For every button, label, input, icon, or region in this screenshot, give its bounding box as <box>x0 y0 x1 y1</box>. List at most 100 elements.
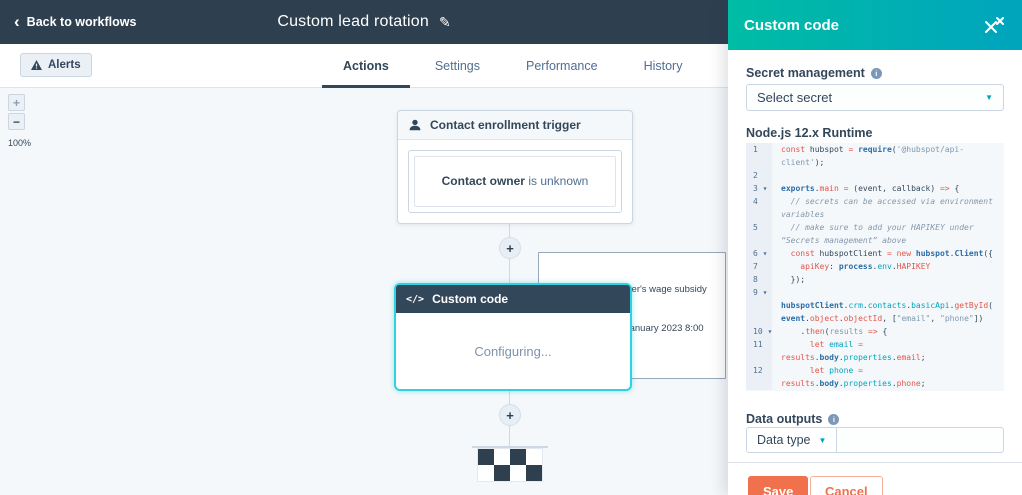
code-line: results.body.properties.phone; <box>746 377 1004 390</box>
back-to-workflows-link[interactable]: ‹ Back to workflows <box>14 0 136 44</box>
code-line-gutter: 2 <box>746 169 772 182</box>
code-line-text <box>772 286 781 299</box>
custom-code-panel: Custom code Secret management i Select s… <box>728 0 1022 495</box>
code-line-gutter: 1 <box>746 143 772 156</box>
alerts-button[interactable]: Alerts <box>20 53 92 77</box>
code-line-gutter: 11 <box>746 338 772 351</box>
trigger-node-body: Contact owner is unknown <box>398 140 632 223</box>
configuring-text: Configuring... <box>474 343 552 359</box>
code-line-gutter <box>746 299 772 312</box>
secret-management-label-text: Secret management <box>746 66 865 80</box>
save-button[interactable]: Save <box>748 476 809 495</box>
code-line-text: results.body.properties.email; <box>781 353 926 362</box>
code-line-gutter: 10 ▾ <box>746 325 773 338</box>
tab-performance[interactable]: Performance <box>503 44 621 88</box>
code-line-gutter <box>746 156 772 169</box>
chevron-down-icon: ▼ <box>818 435 827 445</box>
code-line-gutter: 8 <box>746 273 772 286</box>
plus-icon: + <box>506 240 514 256</box>
custom-code-node[interactable]: </> Custom code Configuring... <box>394 283 632 391</box>
tabs: Actions Settings Performance History <box>320 44 705 88</box>
code-line-text: exports.main = (event, callback) => { <box>781 184 960 193</box>
info-icon[interactable]: i <box>870 67 882 79</box>
workflow-canvas[interactable]: + − 100% Contact enrollment trigger Cont… <box>0 88 728 495</box>
code-editor-lines: 1 const hubspot = require('@hubspot/api-c… <box>746 143 1004 390</box>
code-line-gutter: 12 <box>746 364 772 377</box>
add-action-button-top[interactable]: + <box>499 237 521 259</box>
code-line: 7 apiKey: process.env.HAPIKEY <box>746 260 1004 273</box>
code-line-text: let email = <box>809 340 863 349</box>
trigger-condition[interactable]: Contact owner is unknown <box>414 156 616 207</box>
code-line-gutter <box>746 377 772 390</box>
cancel-button[interactable]: Cancel <box>810 476 883 495</box>
add-action-button-bottom[interactable]: + <box>499 404 521 426</box>
trigger-condition-property: Contact owner <box>441 174 525 188</box>
tab-actions-label: Actions <box>343 59 389 73</box>
code-line-text: client'); <box>781 158 825 167</box>
data-outputs-label-text: Data outputs <box>746 412 823 426</box>
plus-icon: + <box>12 95 20 110</box>
cancel-button-label: Cancel <box>825 483 868 495</box>
tab-settings[interactable]: Settings <box>412 44 503 88</box>
code-line: 3 ▾ exports.main = (event, callback) => { <box>746 182 1004 195</box>
tab-history-label: History <box>643 59 683 73</box>
custom-code-node-title: Custom code <box>432 292 509 306</box>
code-line-text: // secrets can be accessed via environme… <box>781 197 993 206</box>
close-panel-button[interactable] <box>982 16 1006 35</box>
code-line: event.object.objectId, ["email", "phone"… <box>746 312 1004 325</box>
code-line-gutter <box>746 234 772 247</box>
code-line: hubspotClient.crm.contacts.basicApi.getB… <box>746 299 1004 312</box>
code-line: “Secrets management” above <box>746 234 1004 247</box>
data-type-value: Data type <box>757 433 811 447</box>
custom-code-node-status: Configuring... <box>396 313 630 389</box>
code-line-gutter <box>746 312 772 325</box>
panel-header: Custom code <box>728 0 1022 50</box>
warning-triangle-icon <box>31 60 42 70</box>
plus-icon: + <box>506 407 514 423</box>
code-line-text: apiKey: process.env.HAPIKEY <box>800 262 931 271</box>
code-line-gutter: 7 <box>746 260 772 273</box>
code-line: variables <box>746 208 1004 221</box>
zoom-out-button[interactable]: − <box>8 113 25 130</box>
minus-icon: − <box>12 114 20 129</box>
code-line-gutter: 6 ▾ <box>746 247 772 260</box>
tab-actions[interactable]: Actions <box>320 44 412 88</box>
zoom-controls: + − 100% <box>8 94 31 148</box>
code-line-gutter: 4 <box>746 195 772 208</box>
code-line-text: }); <box>781 275 806 284</box>
code-line-gutter <box>746 208 772 221</box>
code-line-gutter <box>746 351 772 364</box>
code-line: 12 let phone = <box>746 364 1004 377</box>
trigger-condition-operator: is unknown <box>524 174 589 188</box>
info-icon[interactable]: i <box>828 413 840 425</box>
zoom-level: 100% <box>8 138 32 148</box>
code-line-gutter: 3 ▾ <box>746 182 772 195</box>
code-line-text <box>772 169 781 182</box>
data-type-dropdown[interactable]: Data type ▼ <box>747 428 838 452</box>
enrollment-trigger-node[interactable]: Contact enrollment trigger Contact owner… <box>397 110 633 224</box>
trigger-node-title: Contact enrollment trigger <box>430 118 581 132</box>
tab-performance-label: Performance <box>526 59 598 73</box>
code-line-text: results.body.properties.phone; <box>781 379 926 388</box>
top-nav: ‹ Back to workflows Custom lead rotation… <box>0 0 728 44</box>
secret-management-label: Secret management i <box>746 66 882 80</box>
trigger-filter-group: Contact owner is unknown <box>408 150 622 213</box>
zoom-in-button[interactable]: + <box>8 94 25 111</box>
code-line-text: hubspotClient.crm.contacts.basicApi.getB… <box>781 301 993 310</box>
secret-select-dropdown[interactable]: Select secret ▼ <box>746 84 1004 111</box>
code-tag-icon: </> <box>406 293 425 305</box>
data-outputs-label: Data outputs i <box>746 412 840 426</box>
tab-bar: Alerts Actions Settings Performance Hist… <box>0 44 728 88</box>
edit-pencil-icon[interactable]: ✎ <box>438 13 451 30</box>
code-line-text: .then(results => { <box>781 327 888 336</box>
code-line-gutter: 5 <box>746 221 772 234</box>
code-editor[interactable]: 1 const hubspot = require('@hubspot/api-c… <box>746 143 1004 391</box>
code-line-text: const hubspot = require('@hubspot/api- <box>781 145 965 154</box>
data-output-name-input[interactable] <box>837 428 1003 452</box>
chevron-left-icon: ‹ <box>14 11 20 31</box>
custom-code-node-header: </> Custom code <box>396 285 630 313</box>
footer-divider <box>728 462 1022 463</box>
code-line-text: // make sure to add your HAPIKEY under <box>781 223 974 232</box>
code-line: client'); <box>746 156 1004 169</box>
tab-history[interactable]: History <box>621 44 706 88</box>
